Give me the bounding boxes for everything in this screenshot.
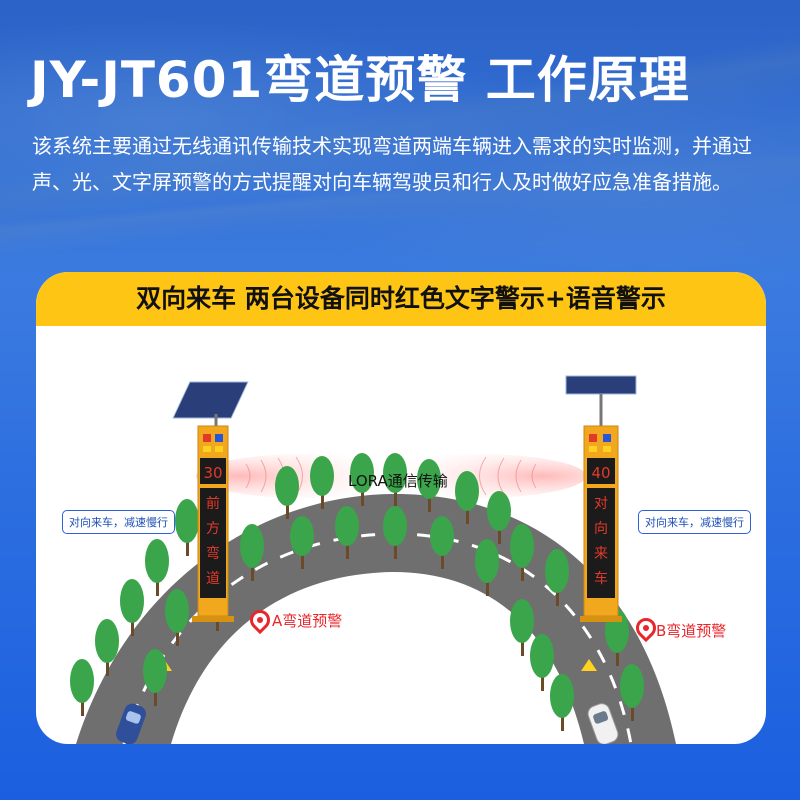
curve-scene: 30 前 方 弯 道 40 对 向 <box>36 326 766 744</box>
location-label-a: A弯道预警 <box>272 612 343 630</box>
page-description: 该系统主要通过无线通讯传输技术实现弯道两端车辆进入需求的实时监测，并通过声、光、… <box>32 134 752 194</box>
left-speech-bubble: 对向来车，减速慢行 <box>62 510 175 534</box>
right-speech-bubble: 对向来车，减速慢行 <box>638 510 751 534</box>
lora-label: LORA通信传输 <box>348 472 448 490</box>
right-warning-device: 40 对 向 来 车 <box>565 375 637 622</box>
right-speed-display: 40 <box>591 464 610 482</box>
right-sign-char-3: 来 <box>594 546 608 562</box>
car-left <box>116 703 146 744</box>
right-sign-char-2: 向 <box>594 521 608 537</box>
left-sign-char-3: 弯 <box>206 545 220 562</box>
diagram-card: 双向来车 两台设备同时红色文字警示+语音警示 <box>36 272 766 744</box>
scene-illustration: 30 前 方 弯 道 40 对 向 <box>70 375 676 744</box>
location-label-b: B弯道预警 <box>656 622 727 640</box>
left-sign-char-1: 前 <box>206 495 220 512</box>
right-sign-char-1: 对 <box>594 496 608 512</box>
left-speed-display: 30 <box>203 464 222 482</box>
page-title: JY-JT601弯道预警 工作原理 <box>30 51 690 109</box>
highway-photo-background <box>0 0 800 300</box>
right-sign-char-4: 车 <box>594 570 608 587</box>
left-sign-char-2: 方 <box>206 521 220 537</box>
car-right <box>587 703 619 744</box>
left-warning-device: 30 前 方 弯 道 <box>172 381 249 622</box>
banner: 双向来车 两台设备同时红色文字警示+语音警示 <box>36 272 766 326</box>
left-sign-char-4: 道 <box>206 571 220 587</box>
